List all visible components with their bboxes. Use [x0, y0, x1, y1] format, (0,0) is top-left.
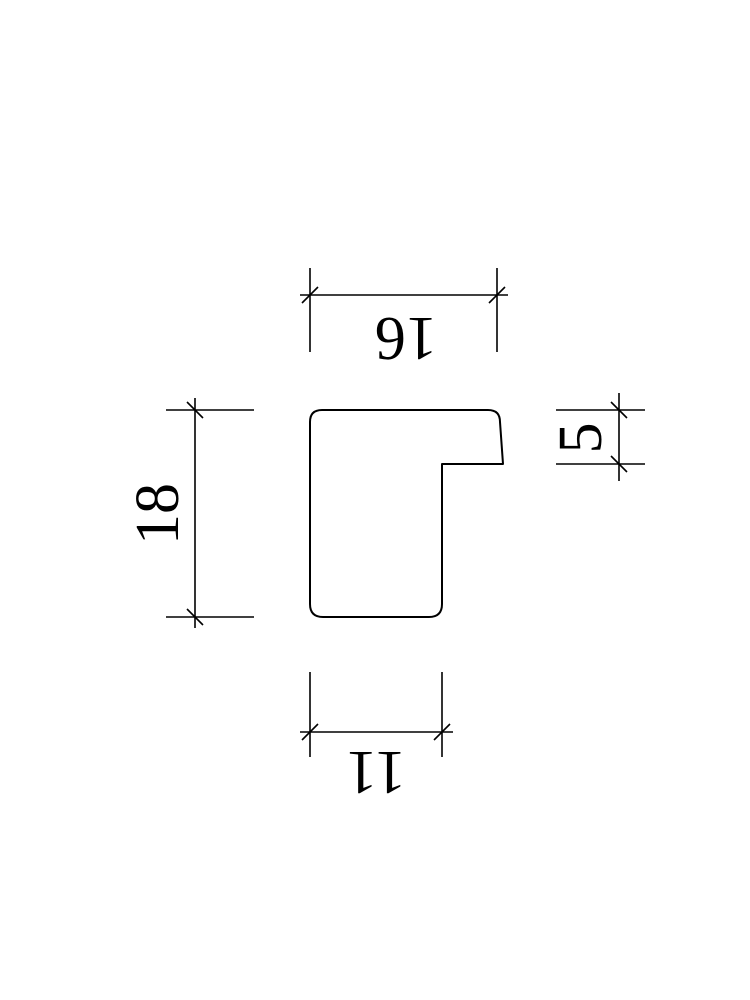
dimension-label-top: 16	[375, 304, 437, 372]
tick-right-bottom	[610, 455, 628, 473]
tick-right-top	[610, 401, 628, 419]
profile-outline	[309, 409, 504, 618]
tick-top-left	[301, 286, 319, 304]
dimension-label-bottom: 11	[346, 738, 406, 806]
tick-top-right	[488, 286, 506, 304]
tick-left-top	[186, 401, 204, 419]
tick-left-bottom	[186, 608, 204, 626]
dimension-top: 16	[300, 268, 508, 372]
dimension-label-left: 18	[124, 483, 192, 545]
dimension-bottom: 11	[300, 672, 453, 806]
dimension-right: 5	[547, 393, 645, 481]
dimension-left: 18	[124, 398, 254, 628]
tick-bottom-right	[433, 723, 451, 741]
dimension-label-right: 5	[547, 423, 615, 454]
tick-bottom-left	[301, 723, 319, 741]
